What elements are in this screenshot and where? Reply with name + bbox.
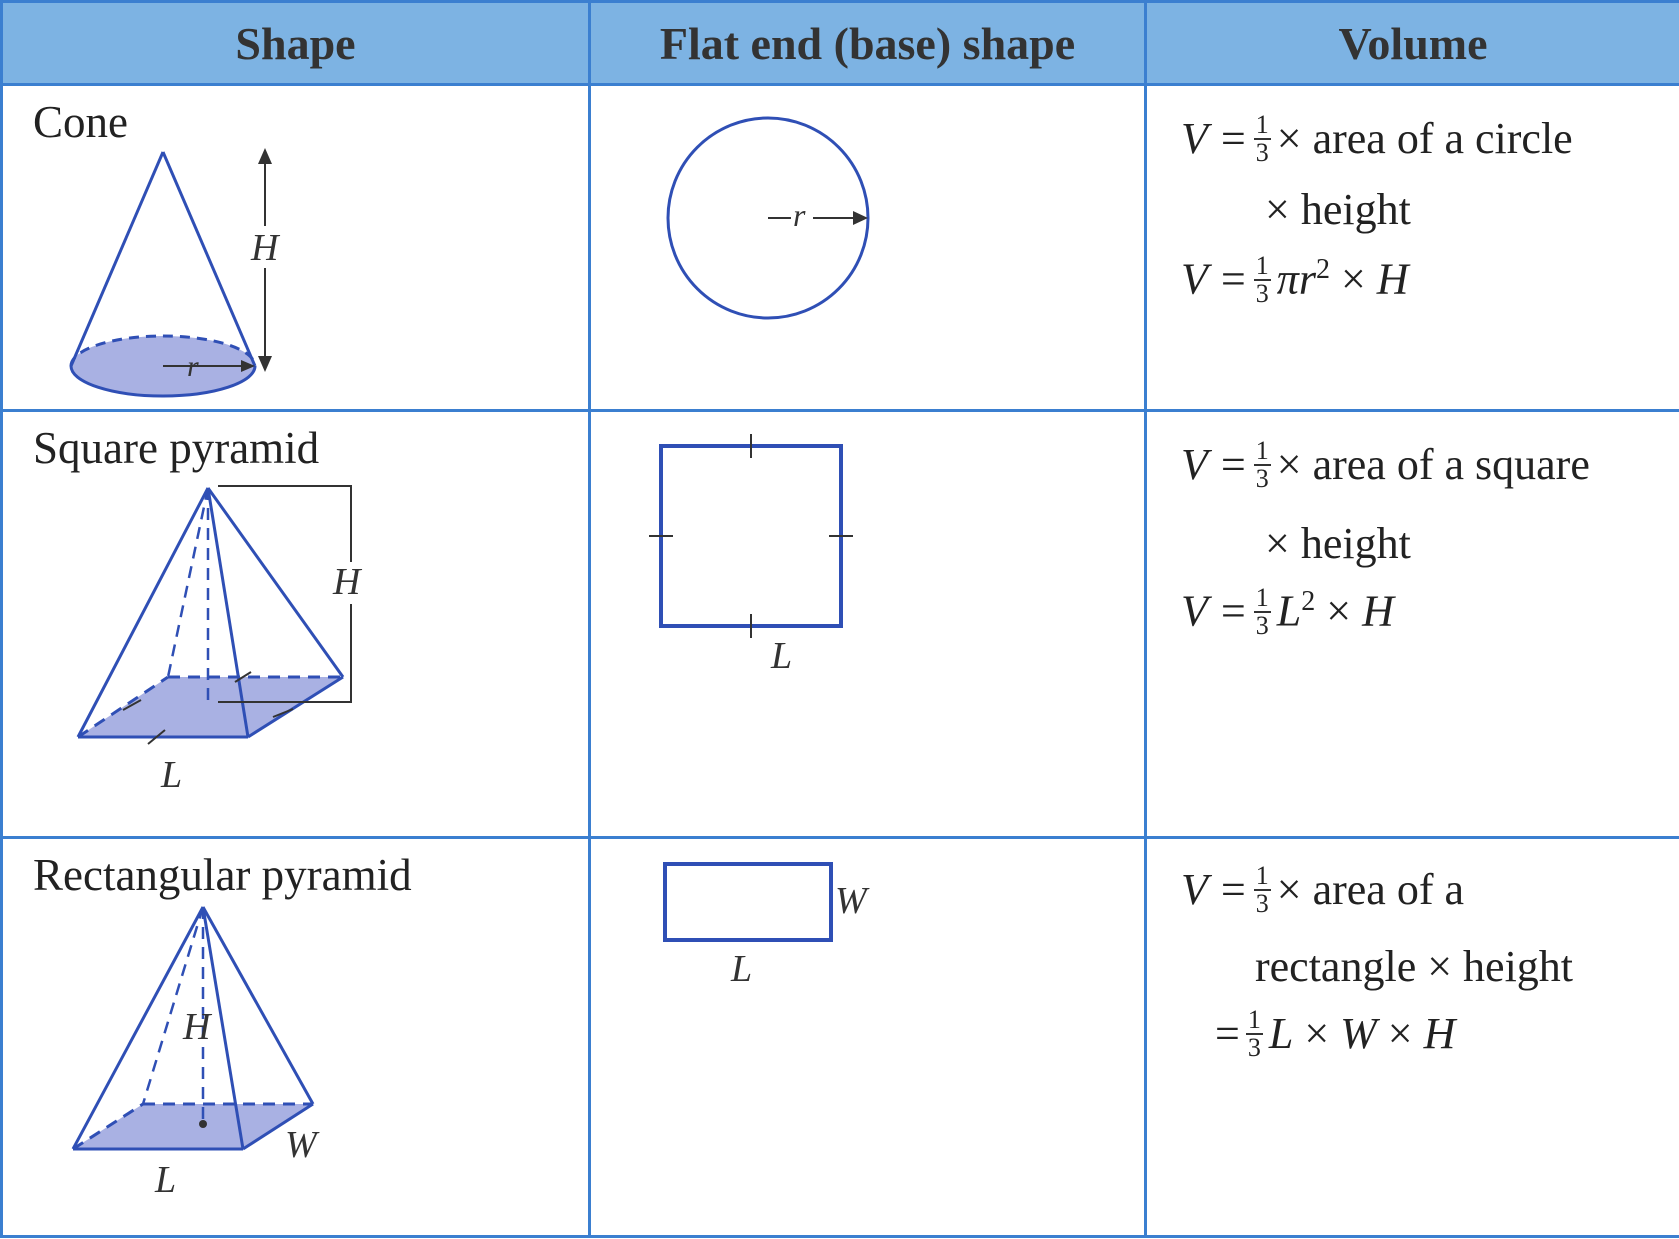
table-row: Cone H r [0, 83, 1679, 412]
circle-base-cell: r [588, 83, 1147, 412]
cone-shape-cell: Cone H r [0, 83, 591, 412]
rectangular-pyramid-length-label: L [154, 1159, 176, 1201]
shape-name: Square pyramid [33, 423, 320, 473]
cone-height-label: H [250, 227, 281, 269]
formula-line: × height [1265, 519, 1411, 568]
circle-radius-label: r [793, 197, 806, 233]
shape-name: Rectangular pyramid [33, 850, 412, 900]
formula-line: rectangle × height [1255, 942, 1574, 991]
formula-line: × height [1265, 185, 1411, 234]
header-shape: Shape [0, 0, 591, 86]
rectangle-base-cell: W L [588, 836, 1147, 1238]
square-pyramid-diagram: H L [76, 485, 365, 796]
square-base-side-label: L [770, 635, 792, 677]
table-row: Rectangular pyramid H W L [0, 836, 1679, 1238]
header-row: Shape Flat end (base) shape Volume [0, 0, 1679, 86]
square-pyramid-height-label: H [332, 561, 363, 603]
square-base-cell: L [588, 409, 1147, 839]
square-pyramid-shape-cell: Square pyramid H [0, 409, 591, 839]
square-pyramid-side-label: L [160, 754, 182, 796]
header-volume: Volume [1144, 0, 1679, 86]
circle-base-diagram: r [666, 116, 870, 320]
rectangle-length-label: L [730, 948, 752, 990]
shape-name: Cone [33, 97, 128, 147]
cone-radius-label: r [187, 350, 199, 383]
square-base-diagram: L [649, 434, 853, 677]
header-base-shape: Flat end (base) shape [588, 0, 1147, 86]
rectangle-base-diagram: W L [663, 862, 870, 990]
table-row: Square pyramid H [0, 409, 1679, 839]
cone-diagram: H r [69, 148, 281, 398]
rectangular-pyramid-width-label: W [285, 1124, 320, 1166]
rectangle-width-label: W [835, 880, 870, 922]
rectangular-pyramid-height-label: H [182, 1006, 213, 1048]
rectangular-pyramid-diagram: H W L [71, 906, 320, 1201]
rectangular-pyramid-shape-cell: Rectangular pyramid H W L [0, 836, 591, 1238]
